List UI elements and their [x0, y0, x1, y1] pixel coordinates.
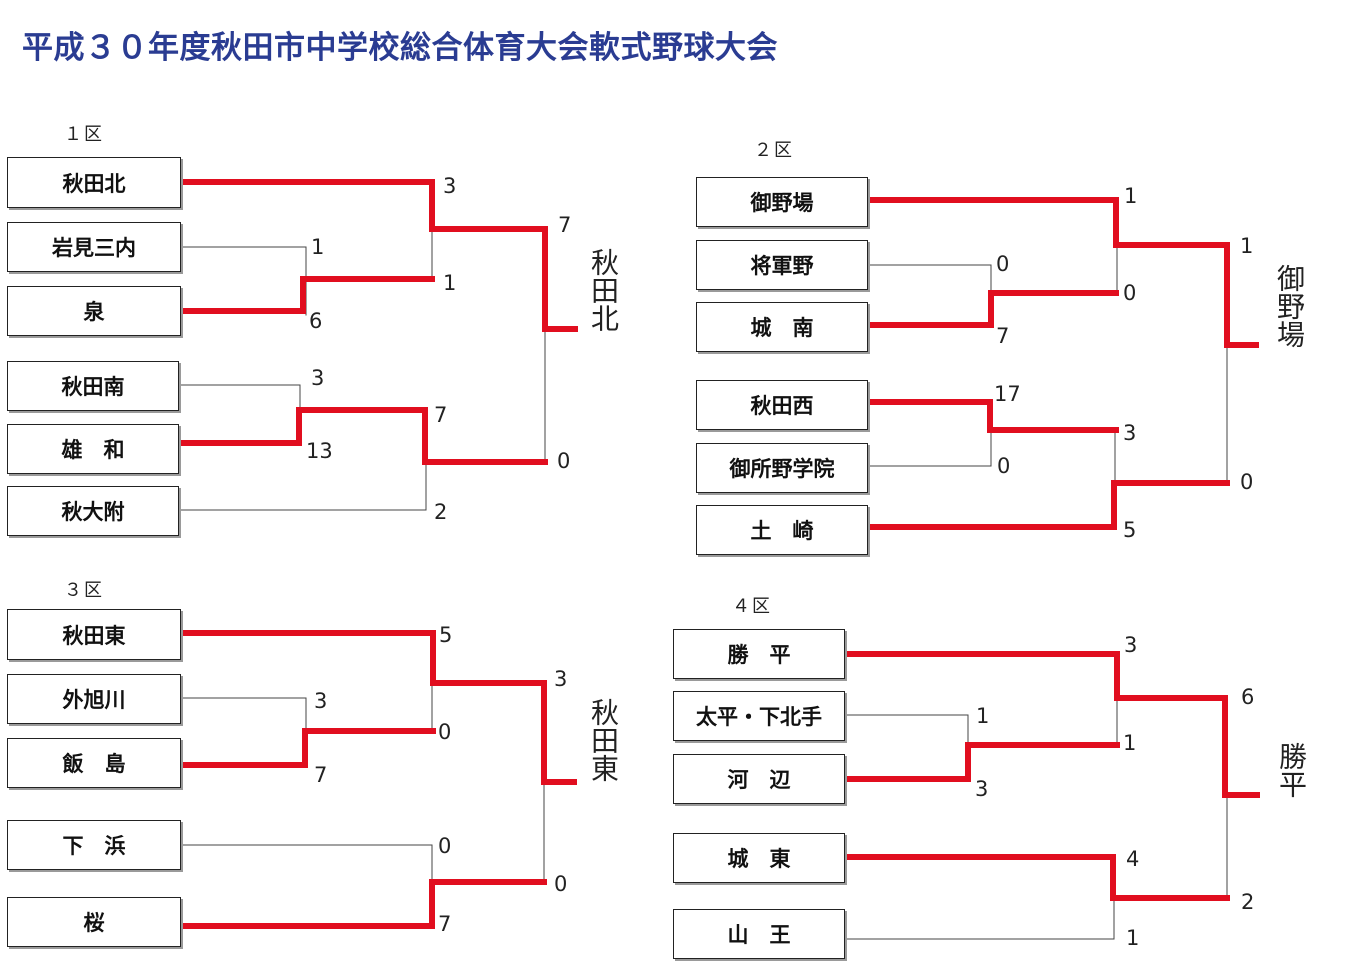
team-box[interactable]: 桜	[7, 897, 181, 947]
team-box[interactable]: 太平・下北手	[673, 691, 845, 741]
score: 3	[311, 366, 325, 390]
score: 0	[1240, 470, 1254, 494]
score: 13	[306, 439, 333, 463]
district-label-2: ２区	[754, 140, 794, 161]
district-4-loser-lines	[844, 699, 1228, 940]
district-4-winner-lines	[842, 651, 1260, 901]
score: 1	[311, 235, 325, 259]
district-label-1: １区	[64, 124, 104, 145]
score: 3	[314, 689, 328, 713]
district-2-champion: 御野場	[1273, 264, 1306, 348]
score: 1	[976, 704, 990, 728]
team-box[interactable]: 御所野学院	[696, 443, 868, 493]
score: 6	[309, 309, 323, 333]
score: 1	[1240, 234, 1254, 258]
team-box[interactable]: 河 辺	[673, 754, 845, 804]
score: 0	[1123, 281, 1137, 305]
score: 0	[438, 834, 452, 858]
score: 7	[558, 213, 572, 237]
team-box[interactable]: 下 浜	[7, 820, 181, 870]
score: 2	[434, 500, 448, 524]
team-box[interactable]: 山 王	[673, 909, 845, 959]
score: 0	[996, 252, 1010, 276]
score: 3	[975, 777, 989, 801]
team-box[interactable]: 秋田西	[696, 380, 868, 430]
team-box[interactable]: 秋大附	[7, 486, 179, 536]
team-box[interactable]: 雄 和	[7, 424, 179, 474]
district-2-loser-lines	[867, 245, 1228, 484]
team-box[interactable]: 秋田東	[7, 609, 181, 660]
district-3-winner-lines	[178, 630, 577, 929]
score: 17	[994, 382, 1021, 406]
score: 4	[1126, 847, 1140, 871]
district-1-champion: 秋田北	[587, 248, 620, 332]
score: 2	[1241, 890, 1255, 914]
district-3-loser-lines	[180, 684, 545, 883]
score: 0	[997, 454, 1011, 478]
score: 3	[443, 174, 457, 198]
district-4-champion: 勝平	[1275, 742, 1308, 798]
score: 7	[438, 912, 452, 936]
score: 3	[1123, 421, 1137, 445]
score: 0	[438, 720, 452, 744]
score: 3	[554, 667, 568, 691]
score: 7	[434, 403, 448, 427]
district-label-3: ３区	[64, 580, 104, 601]
score: 0	[557, 449, 571, 473]
score: 1	[1126, 926, 1140, 950]
score: 1	[1124, 184, 1138, 208]
score: 1	[1123, 731, 1137, 755]
team-box[interactable]: 泉	[7, 286, 181, 336]
team-box[interactable]: 秋田南	[7, 361, 179, 411]
district-label-4: ４区	[732, 596, 772, 617]
score: 0	[554, 872, 568, 896]
score: 5	[439, 623, 453, 647]
district-2-winner-lines	[865, 197, 1259, 530]
team-box[interactable]: 飯 島	[7, 738, 181, 788]
team-box[interactable]: 将軍野	[696, 240, 868, 290]
score: 6	[1241, 685, 1255, 709]
team-box[interactable]: 御野場	[696, 177, 868, 227]
score: 7	[996, 324, 1010, 348]
score: 5	[1123, 518, 1137, 542]
score: 1	[443, 271, 457, 295]
team-box[interactable]: 秋田北	[7, 157, 181, 208]
team-box[interactable]: 土 崎	[696, 505, 868, 555]
page-title: 平成３０年度秋田市中学校総合体育大会軟式野球大会	[22, 30, 778, 66]
score: 3	[1124, 633, 1138, 657]
team-box[interactable]: 勝 平	[673, 629, 845, 679]
team-box[interactable]: 城 南	[696, 302, 868, 352]
team-box[interactable]: 外旭川	[7, 674, 181, 724]
district-1-winner-lines	[176, 179, 578, 465]
district-3-champion: 秋田東	[587, 698, 620, 782]
team-box[interactable]: 岩見三内	[7, 222, 181, 272]
district-1-loser-lines	[178, 231, 546, 511]
score: 7	[314, 763, 328, 787]
team-box[interactable]: 城 東	[673, 833, 845, 883]
